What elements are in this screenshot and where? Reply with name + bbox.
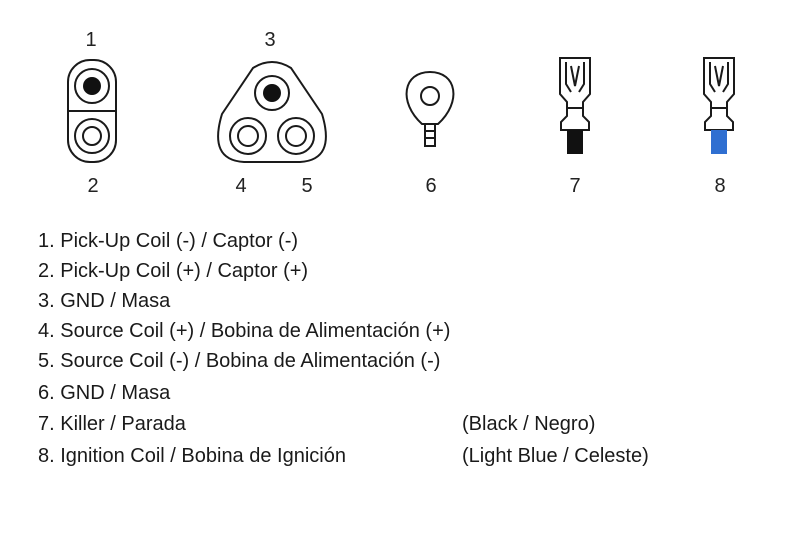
legend-item-5-text: 5. Source Coil (-) / Bobina de Alimentac… <box>38 350 441 372</box>
wire-7-black <box>567 130 583 154</box>
spade-terminal-8 <box>703 57 735 131</box>
legend-item-6: 6. GND / Masa <box>38 382 170 404</box>
legend-item-7-color-note: (Black / Negro) <box>462 413 596 435</box>
pin-2-cavity-inner <box>82 126 102 146</box>
legend-item-8-text: 8. Ignition Coil / Bobina de Ignición <box>38 445 346 467</box>
legend-item-7-text: 7. Killer / Parada <box>38 413 186 435</box>
spade-terminal-7 <box>559 57 591 131</box>
connector-label-3: 3 <box>264 29 276 51</box>
pin-5-cavity-inner <box>285 125 307 147</box>
connector-label-7: 7 <box>569 175 581 197</box>
pin-1-male <box>83 77 101 95</box>
legend-item-4: 4. Source Coil (+) / Bobina de Alimentac… <box>38 320 450 342</box>
ring-terminal-6 <box>405 70 455 147</box>
wire-8-light-blue <box>711 130 727 154</box>
legend-item-1: 1. Pick-Up Coil (-) / Captor (-) <box>38 230 298 252</box>
connector-label-2: 2 <box>87 175 99 197</box>
pin-4-cavity-outer <box>229 117 267 155</box>
pin-4-cavity-inner <box>237 125 259 147</box>
legend-item-6-text: 6. GND / Masa <box>38 382 171 404</box>
legend-item-8-color-note: (Light Blue / Celeste) <box>462 445 649 467</box>
legend-item-3: 3. GND / Masa <box>38 290 170 312</box>
pin-5-cavity-outer <box>277 117 315 155</box>
legend-item-8: 8. Ignition Coil / Bobina de Ignición (L… <box>38 445 649 467</box>
pin-2-cavity-outer <box>74 118 110 154</box>
legend-item-7: 7. Killer / Parada (Black / Negro) <box>38 413 595 435</box>
connector-housing-3-4-5 <box>217 61 327 163</box>
legend-item-2: 2. Pick-Up Coil (+) / Captor (+) <box>38 260 308 282</box>
pin-3-male <box>263 84 281 102</box>
connector-label-5: 5 <box>301 175 313 197</box>
legend-item-1-text: 1. Pick-Up Coil (-) / Captor (-) <box>38 230 299 252</box>
pin-1-cavity <box>74 68 110 104</box>
connector-label-6: 6 <box>425 175 437 197</box>
pin-3-cavity <box>254 75 290 111</box>
legend-item-4-text: 4. Source Coil (+) / Bobina de Alimentac… <box>38 320 451 342</box>
connector-label-8: 8 <box>714 175 726 197</box>
legend-item-3-text: 3. GND / Masa <box>38 290 171 312</box>
connector-housing-1-2 <box>67 59 117 163</box>
legend-item-2-text: 2. Pick-Up Coil (+) / Captor (+) <box>38 260 309 282</box>
legend-item-5: 5. Source Coil (-) / Bobina de Alimentac… <box>38 350 440 372</box>
connector-label-1: 1 <box>85 29 97 51</box>
connector-label-4: 4 <box>235 175 247 197</box>
